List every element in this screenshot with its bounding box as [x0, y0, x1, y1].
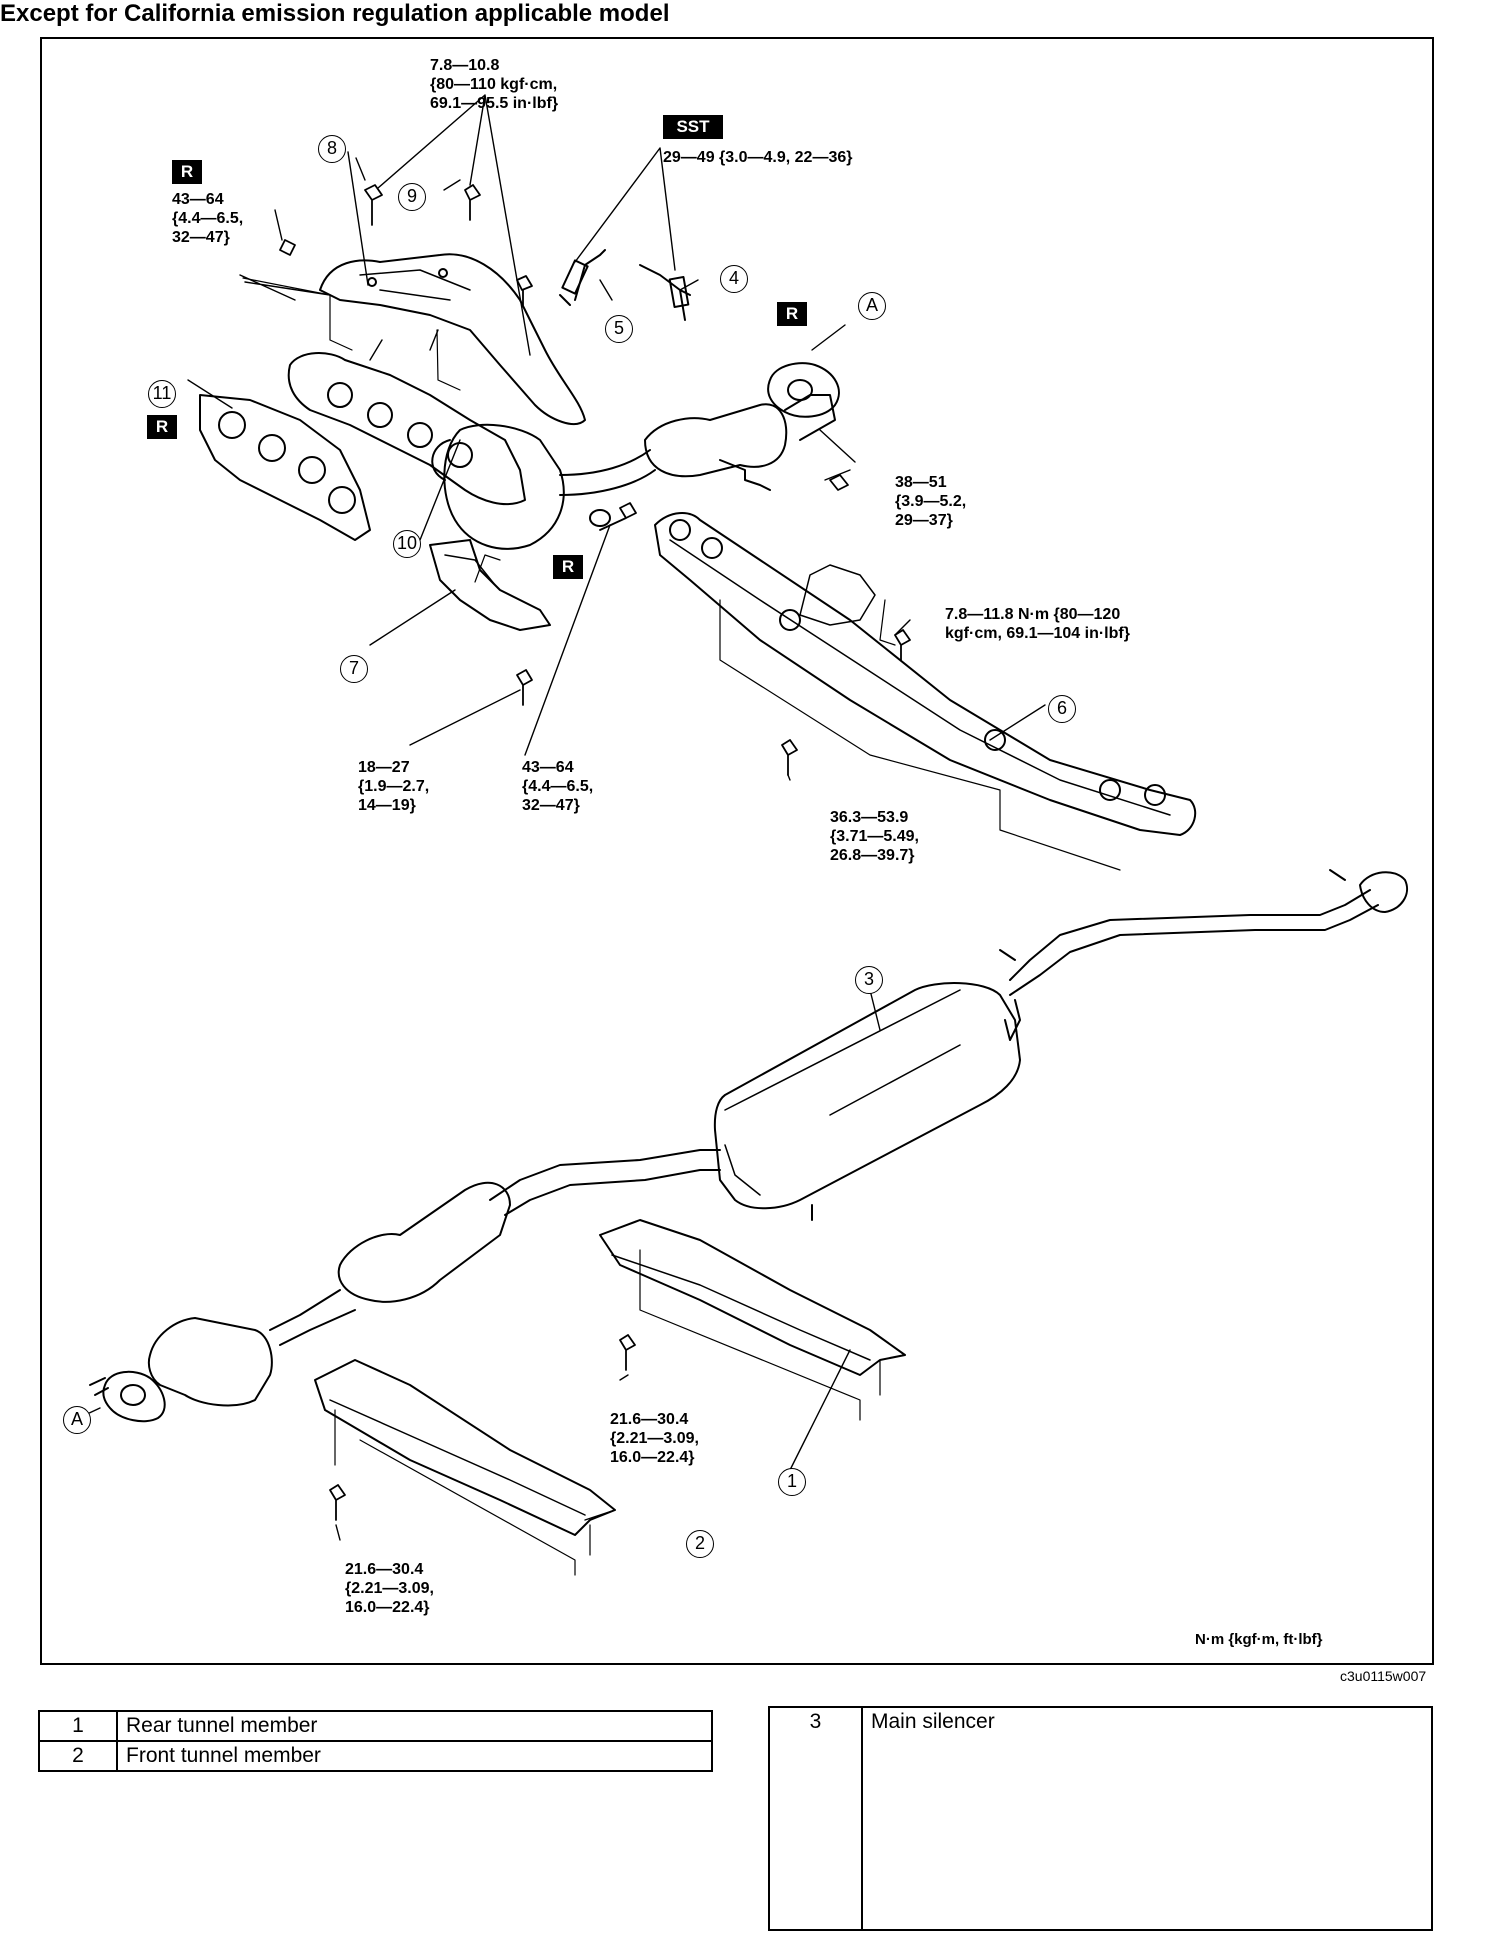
bolts: [279, 184, 911, 1521]
middle-pipe: [489, 1149, 721, 1216]
front-pipe: [559, 449, 656, 496]
gasket-ring: [589, 509, 611, 527]
legend-part-name: Front tunnel member: [116, 1740, 713, 1772]
callout-10: 10: [393, 530, 421, 558]
legend-row: 3 Main silencer: [768, 1706, 1433, 1931]
callout-6: 6: [1048, 695, 1076, 723]
legend-num: 1: [38, 1710, 118, 1742]
heat-insulator-upper: [319, 253, 586, 425]
legend-table-left: 1 Rear tunnel member 2 Front tunnel memb…: [38, 1710, 713, 1772]
front-catalytic-converter: [147, 1317, 273, 1407]
leader-lines: [84, 94, 1046, 1541]
crossmember-bracket: [799, 564, 876, 626]
torque-front-tunnel-bolt: 21.6—30.4{2.21—3.09,16.0—22.4}: [345, 1561, 434, 1616]
rear-tunnel-member: [599, 1219, 906, 1376]
callout-1: 1: [778, 1468, 806, 1496]
page-title: Except for California emission regulatio…: [0, 0, 670, 27]
replace-badge-gasket-manifold: R: [147, 415, 177, 439]
callout-9: 9: [398, 183, 426, 211]
torque-rear-tunnel-bolt: 21.6—30.4{2.21—3.09,16.0—22.4}: [610, 1411, 699, 1466]
callout-a-top: A: [858, 292, 886, 320]
legend-num: 2: [38, 1740, 118, 1772]
torque-manifold-nut: 43—64{4.4—6.5,32—47}: [172, 191, 244, 246]
warm-up-converter: [443, 423, 565, 550]
exhaust-manifold: [287, 352, 526, 506]
legend-part-name: Rear tunnel member: [116, 1710, 713, 1742]
replace-badge-nut: R: [172, 160, 202, 184]
crossmember: [654, 512, 1197, 836]
torque-crossmember-bolt: 36.3—53.9{3.71—5.49,26.8—39.7}: [830, 809, 919, 864]
callout-8: 8: [318, 135, 346, 163]
replace-badge-flange-gasket: R: [777, 302, 807, 326]
legend-part-name: Main silencer: [861, 1706, 1433, 1931]
torque-flange-nut: 38—51{3.9—5.2,29—37}: [895, 474, 967, 529]
torque-sensor-sst: 29—49 {3.0—4.9, 22—36}: [663, 149, 853, 166]
rear-heated-oxygen-sensor: [639, 264, 691, 321]
main-converter-resonator: [337, 1181, 511, 1303]
heat-insulator-lower: [429, 539, 551, 631]
replace-badge-lower-gasket: R: [553, 555, 583, 579]
callout-3: 3: [855, 966, 883, 994]
manifold-gasket: [199, 394, 371, 541]
front-tunnel-member: [314, 1359, 616, 1536]
callout-11: 11: [148, 380, 176, 408]
legend-num: 3: [768, 1706, 863, 1931]
units-note: N·m {kgf·m, ft·lbf}: [1195, 1631, 1323, 1648]
tailpipe: [1009, 889, 1371, 981]
legend-table-right: 3 Main silencer: [768, 1706, 1433, 1931]
figure-code: c3u0115w007: [1340, 1668, 1427, 1684]
legend-row: 1 Rear tunnel member: [38, 1710, 713, 1742]
legend-row: 2 Front tunnel member: [38, 1740, 713, 1772]
callout-4: 4: [720, 265, 748, 293]
callout-7: 7: [340, 655, 368, 683]
torque-insulator-lower-bolt: 18—27{1.9—2.7,14—19}: [358, 759, 430, 814]
torque-heat-insulator-bolts: 7.8—10.8{80—110 kgf·cm,69.1—95.5 in·lbf}: [430, 57, 559, 112]
flange-gasket-bottom: [102, 1370, 166, 1423]
torque-lower-nut: 43—64{4.4—6.5,32—47}: [522, 759, 594, 814]
pre-converter: [644, 403, 788, 478]
main-silencer-body: [713, 982, 1021, 1210]
diagram-frame: [40, 37, 1434, 1665]
callout-a-bottom: A: [63, 1406, 91, 1434]
callout-2: 2: [686, 1530, 714, 1558]
flange-gasket-top: [767, 362, 840, 418]
sst-badge: SST: [663, 115, 723, 139]
callout-5: 5: [605, 315, 633, 343]
tail-tip: [1359, 871, 1408, 913]
